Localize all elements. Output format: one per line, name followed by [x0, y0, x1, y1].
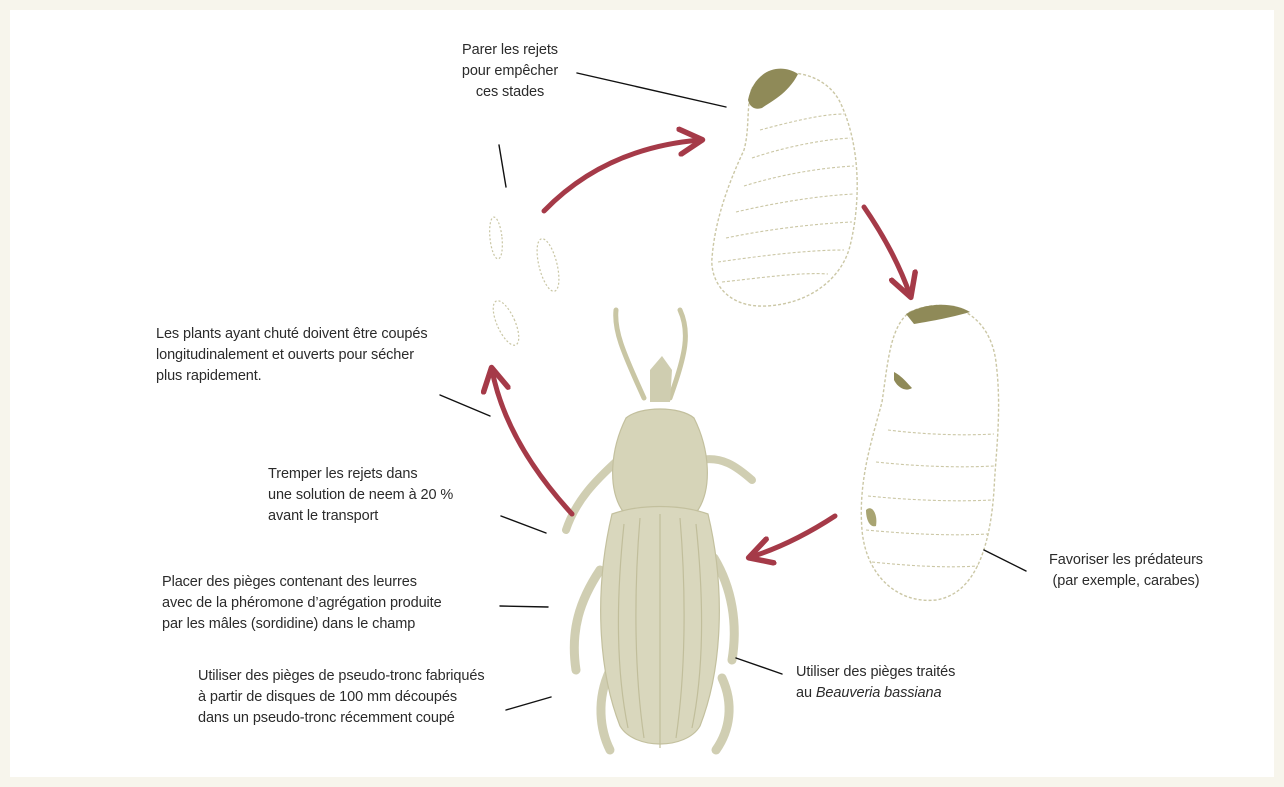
label-pheromone-traps: Placer des pièges contenant des leurres …: [162, 572, 502, 635]
label-line: avec de la phéromone d’agrégation produi…: [162, 593, 502, 614]
leader-pheromone: [500, 606, 548, 607]
eggs-illustration: [488, 216, 563, 348]
leader-predators: [984, 550, 1026, 571]
label-prefix: au: [796, 685, 816, 701]
arrow-pupa-to-adult: [751, 516, 835, 557]
diagram-frame: Parer les rejets pour empêcher ces stade…: [10, 10, 1274, 777]
weevil-snout: [650, 356, 672, 402]
label-predators: Favoriser les prédateurs (par exemple, c…: [1030, 550, 1222, 592]
pupa-body: [861, 305, 998, 600]
larva-illustration: [712, 69, 857, 306]
life-cycle-diagram: [10, 10, 1274, 777]
label-pseudostem-traps: Utiliser des pièges de pseudo-tronc fabr…: [198, 666, 528, 729]
arrow-larva-to-pupa: [864, 207, 910, 295]
label-line: par les mâles (sordidine) dans le champ: [162, 614, 502, 635]
label-line: longitudinalement et ouverts pour sécher: [156, 345, 486, 366]
species-name: Beauveria bassiana: [816, 685, 942, 701]
larva-head: [748, 69, 798, 109]
egg-2: [533, 237, 564, 294]
label-line: Utiliser des pièges de pseudo-tronc fabr…: [198, 666, 528, 687]
egg-1: [488, 216, 504, 259]
label-line: (par exemple, carabes): [1030, 571, 1222, 592]
larva-body: [712, 73, 857, 306]
label-line: Placer des pièges contenant des leurres: [162, 572, 502, 593]
hind-right-leg: [716, 678, 729, 750]
label-line: à partir de disques de 100 mm découpés: [198, 687, 528, 708]
adult-weevil-illustration: [566, 310, 752, 750]
right-antenna: [670, 310, 685, 398]
label-line: dans un pseudo-tronc récemment coupé: [198, 708, 528, 729]
pupa-head: [906, 305, 970, 324]
label-line: pour empêcher: [430, 61, 590, 82]
label-neem-dip: Tremper les rejets dans une solution de …: [268, 464, 498, 527]
label-line: au Beauveria bassiana: [796, 683, 1026, 704]
label-line: avant le transport: [268, 506, 498, 527]
label-line: Parer les rejets: [430, 40, 590, 61]
mid-left-leg: [574, 570, 600, 670]
label-line: Les plants ayant chuté doivent être coup…: [156, 324, 486, 345]
arrow-adult-to-eggs: [492, 370, 572, 514]
label-trim-offshoots: Parer les rejets pour empêcher ces stade…: [430, 40, 590, 103]
leader-trim-to-larva: [577, 73, 726, 107]
pupa-mark-1: [894, 372, 912, 390]
label-fallen-plants: Les plants ayant chuté doivent être coup…: [156, 324, 486, 387]
leader-beauveria: [736, 658, 782, 674]
label-line: plus rapidement.: [156, 366, 486, 387]
egg-3: [488, 297, 524, 348]
label-beauveria-traps: Utiliser des pièges traités au Beauveria…: [796, 662, 1026, 704]
leader-trim-to-eggs: [499, 145, 506, 187]
leader-fallen-plants: [440, 395, 490, 416]
label-line: une solution de neem à 20 %: [268, 485, 498, 506]
left-antenna: [616, 310, 644, 398]
label-line: Tremper les rejets dans: [268, 464, 498, 485]
label-line: ces stades: [430, 82, 590, 103]
label-line: Favoriser les prédateurs: [1030, 550, 1222, 571]
pupa-illustration: [861, 305, 998, 601]
arrow-eggs-to-larva: [544, 140, 700, 211]
leader-neem-dip: [501, 516, 546, 533]
pupa-mark-2: [866, 508, 876, 526]
label-line: Utiliser des pièges traités: [796, 662, 1026, 683]
weevil-thorax: [613, 409, 708, 518]
